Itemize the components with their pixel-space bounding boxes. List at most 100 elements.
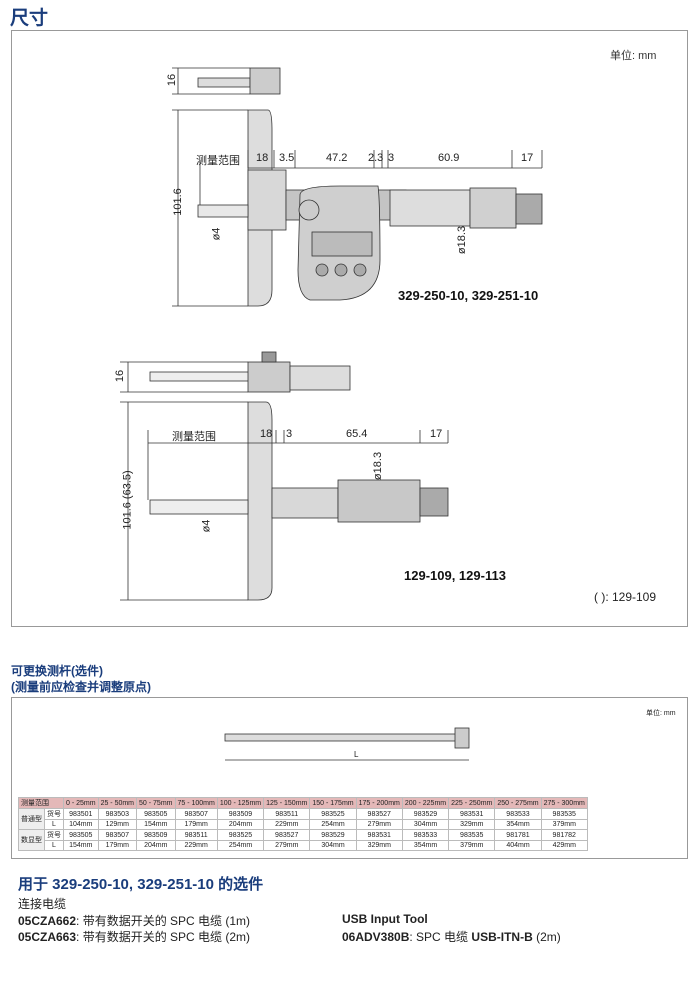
section2-title-line2: (测量前应检查并调整原点) — [11, 680, 151, 694]
table-cell: 983529 — [309, 829, 357, 841]
table-cell: 179mm — [174, 819, 218, 830]
table-header-cell: 250 - 275mm — [494, 797, 542, 809]
table-cell: 983533 — [494, 808, 542, 820]
model-label-2: 129-109, 129-113 — [404, 568, 506, 583]
stem-height-1: 16 — [166, 73, 179, 87]
table-header-cell: 100 - 125mm — [216, 797, 265, 809]
table-cell: 304mm — [309, 840, 357, 851]
height-2: 101.6 (63.5) — [121, 470, 134, 530]
table-cell: 983535 — [448, 829, 496, 841]
table-cell: 154mm — [63, 840, 99, 851]
thimble-diameter-2: ø18.3 — [372, 451, 385, 481]
table-header-cell: 25 - 50mm — [97, 797, 138, 809]
table-cell: 983531 — [448, 808, 496, 820]
table-cell: 983529 — [401, 808, 450, 820]
table-cell: 983525 — [216, 829, 265, 841]
dim-2-b: 3 — [286, 428, 293, 440]
table-cell: 204mm — [136, 840, 176, 851]
usb-item: 06ADV380B: SPC 电缆 USB-ITN-B (2m) — [342, 930, 561, 944]
table-cell: 983507 — [174, 808, 218, 820]
table-cell: 983505 — [136, 808, 176, 820]
table-cell: 983511 — [263, 808, 311, 820]
height-1: 101.6 — [171, 188, 184, 216]
options-subtitle: 连接电缆 — [18, 897, 67, 911]
table-cell: 354mm — [401, 840, 450, 851]
table-row-key: 货号 — [44, 808, 64, 820]
table-cell: 404mm — [494, 840, 542, 851]
model-label-1: 329-250-10, 329-251-10 — [398, 288, 539, 303]
table-row-key: 货号 — [44, 829, 64, 841]
page-title: 尺寸 — [10, 8, 49, 29]
table-header-cell: 225 - 250mm — [448, 797, 496, 809]
table-cell: 429mm — [540, 840, 588, 851]
table-cell: 279mm — [355, 819, 403, 830]
usb-title: USB Input Tool — [342, 912, 428, 926]
table-header-cell: 0 - 25mm — [63, 797, 99, 809]
rod-diameter-2: ø4 — [200, 519, 213, 533]
table-cell: 304mm — [401, 819, 450, 830]
usb-model: USB-ITN-B — [471, 930, 533, 944]
option-item-2: 05CZA663: 带有数据开关的 SPC 电缆 (2m) — [18, 930, 251, 944]
table-cell: 981782 — [540, 829, 588, 841]
table-cell: 983511 — [174, 829, 218, 841]
table-cell: 229mm — [263, 819, 311, 830]
table-header-cell: 200 - 225mm — [401, 797, 450, 809]
table-cell: 983533 — [401, 829, 450, 841]
table-cell: 129mm — [97, 819, 138, 830]
table-header-cell: 50 - 75mm — [136, 797, 176, 809]
dim-2-a: 18 — [260, 428, 273, 440]
table-header-cell: 150 - 175mm — [309, 797, 357, 809]
table-cell: 179mm — [97, 840, 138, 851]
table-cell: 983503 — [97, 808, 138, 820]
range-label-2: 测量范围 — [172, 431, 216, 443]
dim-2-c: 65.4 — [346, 428, 368, 440]
table-cell: 254mm — [309, 819, 357, 830]
dim-1-g: 17 — [521, 152, 534, 164]
table-group-label: 数显型 — [18, 829, 45, 851]
table-cell: 379mm — [540, 819, 588, 830]
rod-diameter-1: ø4 — [210, 227, 223, 241]
table-cell: 983509 — [216, 808, 265, 820]
table-cell: 981781 — [494, 829, 542, 841]
options-title: 用于 329-250-10, 329-251-10 的选件 — [18, 876, 264, 893]
table-cell: 983507 — [97, 829, 138, 841]
table-header-cell: 测量范围 — [18, 797, 64, 809]
option-code: 05CZA662 — [18, 914, 77, 928]
table-cell: 379mm — [448, 840, 496, 851]
dim-1-f: 60.9 — [438, 152, 460, 164]
stem-height-2: 16 — [114, 369, 127, 383]
table-cell: 354mm — [494, 819, 542, 830]
table-row-key: L — [44, 819, 64, 830]
table-group-label: 普通型 — [18, 808, 45, 830]
table-cell: 329mm — [355, 840, 403, 851]
dim-1-c: 47.2 — [326, 152, 348, 164]
dim-1-e: 3 — [388, 152, 395, 164]
option-item-1: 05CZA662: 带有数据开关的 SPC 电缆 (1m) — [18, 914, 251, 928]
dim-1-a: 18 — [256, 152, 269, 164]
table-cell: 204mm — [216, 819, 265, 830]
unit-label: 单位: mm — [610, 50, 657, 62]
table-header-cell: 125 - 150mm — [263, 797, 311, 809]
table-cell: 983531 — [355, 829, 403, 841]
table-cell: 983501 — [63, 808, 99, 820]
thimble-diameter-1: ø18.3 — [456, 225, 469, 255]
table-header-cell: 275 - 300mm — [540, 797, 588, 809]
dimension-drawing-frame — [11, 30, 688, 627]
table-cell: 983527 — [355, 808, 403, 820]
usb-code: 06ADV380B — [342, 930, 410, 944]
table-row-key: L — [44, 840, 64, 851]
table-cell: 104mm — [63, 819, 99, 830]
dim-2-d: 17 — [430, 428, 443, 440]
dim-1-b: 3.5 — [279, 152, 295, 164]
table-header-cell: 75 - 100mm — [174, 797, 218, 809]
unit-label-2: 单位: mm — [646, 710, 676, 717]
dim-1-d: 2.3 — [368, 152, 384, 164]
spare-rod-frame — [11, 697, 688, 859]
table-cell: 983535 — [540, 808, 588, 820]
